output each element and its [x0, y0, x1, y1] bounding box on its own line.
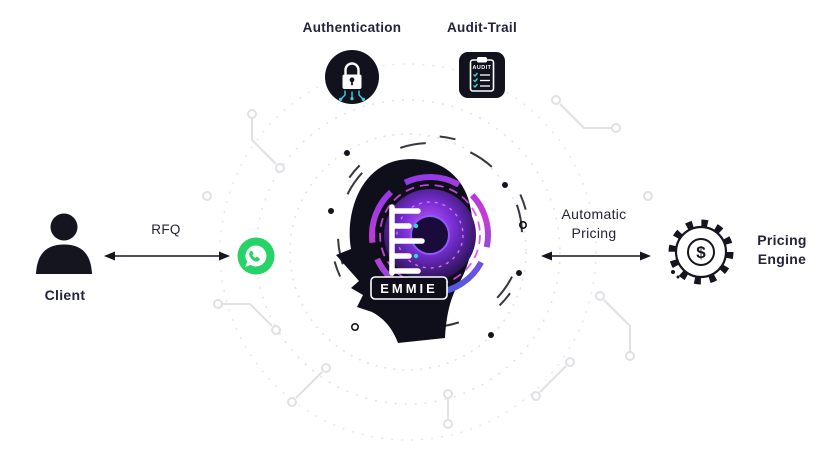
tech-ring-dots	[328, 150, 522, 338]
dollar-sign: $	[696, 243, 706, 262]
phone-glyph	[249, 250, 260, 262]
checkmarks	[473, 72, 479, 89]
circuit-traces	[202, 95, 653, 429]
audit-trail-label: Audit-Trail	[446, 20, 518, 35]
doc-lines	[480, 74, 490, 87]
circuit-lines	[341, 90, 363, 99]
circuit-dots	[339, 97, 365, 101]
padlock-icon	[325, 50, 379, 104]
authentication-label: Authentication	[302, 20, 402, 35]
audit-clipboard-icon: AUDIT	[459, 52, 505, 98]
person-icon	[36, 213, 92, 274]
chat-bubble	[245, 245, 267, 267]
clipboard-clip	[477, 57, 487, 63]
emmie-label: EMMIE	[380, 281, 438, 296]
dna-dot	[413, 223, 419, 229]
gear-dollar-icon: $	[668, 219, 734, 285]
rfq-label: RFQ	[151, 222, 181, 237]
lock-shackle	[344, 62, 360, 75]
emmie-head-icon: EMMIE	[328, 135, 530, 343]
audit-doc-title: AUDIT	[473, 65, 492, 71]
emmie-badge: EMMIE	[370, 276, 448, 300]
rfq-arrow	[104, 251, 230, 261]
pricing-engine-label: Pricing Engine	[757, 232, 807, 267]
client-label: Client	[44, 287, 86, 303]
dna-dot	[413, 253, 419, 259]
automatic-pricing-label: Automatic Pricing	[561, 206, 627, 241]
gear-teeth	[668, 219, 734, 285]
dna-icon	[389, 204, 425, 276]
automatic-pricing-arrow	[541, 251, 651, 261]
whatsapp-icon	[237, 237, 275, 275]
